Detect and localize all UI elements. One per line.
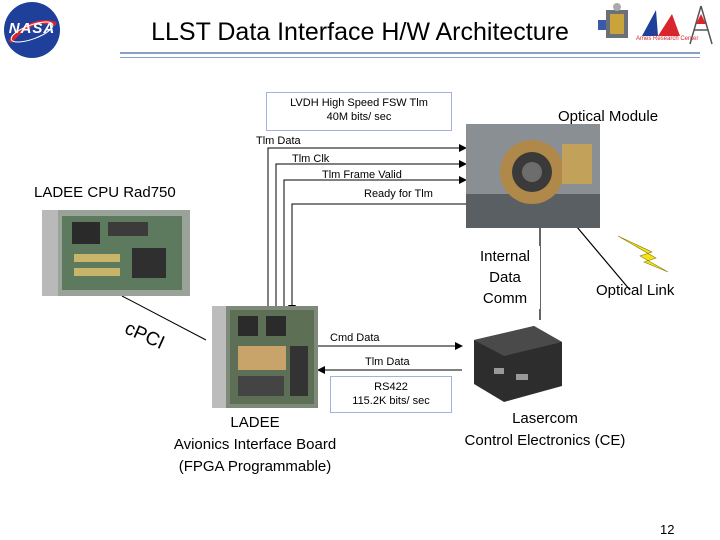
signal-ready-for-tlm: Ready for Tlm (364, 188, 433, 200)
internal-data-comm-label: Internal Data Comm (470, 246, 540, 309)
partner-logo (686, 4, 716, 48)
lvdh-callout: LVDH High Speed FSW Tlm 40M bits/ sec (266, 92, 452, 131)
optical-module-label: Optical Module (558, 108, 659, 125)
page-number: 12 (660, 522, 675, 537)
title-rule (120, 52, 700, 54)
optical-link-bolt (617, 235, 669, 273)
ames-logo-text: Ames Research Center (636, 36, 699, 42)
rs422-callout: RS422 115.2K bits/ sec (330, 376, 452, 413)
optical-link-label: Optical Link (596, 282, 675, 299)
signal-tlm-frame-valid: Tlm Frame Valid (322, 169, 402, 181)
spacecraft-logo (596, 2, 636, 48)
signal-cmd-data: Cmd Data (330, 332, 380, 344)
slide-title: LLST Data Interface H/W Architecture (151, 18, 569, 46)
signal-tlm-clk: Tlm Clk (292, 153, 330, 165)
signal-tlm-data-ce: Tlm Data (365, 356, 410, 368)
ce-label: Lasercom Control Electronics (CE) (464, 410, 626, 449)
aib-board-photo (212, 306, 318, 408)
signal-tlm-data: Tlm Data (256, 135, 301, 147)
cpu-label: LADEE CPU Rad750 (34, 184, 176, 201)
title-rule-thin (120, 57, 700, 58)
nasa-logo-text: NASA (8, 20, 56, 37)
ames-logo: Ames Research Center (636, 8, 698, 52)
aib-label: LADEE Avionics Interface Board (FPGA Pro… (173, 414, 337, 475)
ce-photo (464, 320, 568, 406)
nasa-logo: NASA (4, 2, 60, 58)
cpu-board-photo (42, 210, 190, 296)
optical-module-photo (466, 124, 600, 228)
